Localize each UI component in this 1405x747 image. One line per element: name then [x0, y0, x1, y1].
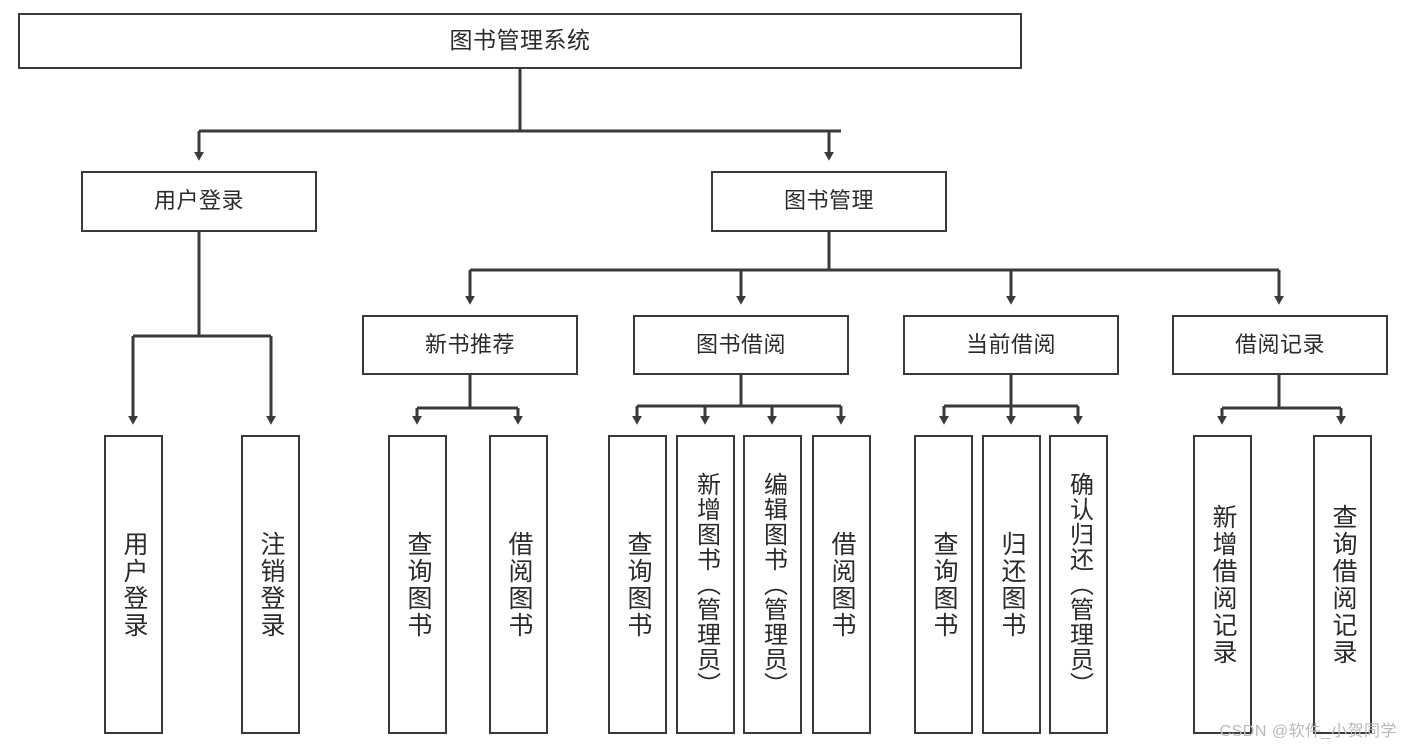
node-leaf-edit-book-label: 编辑图书（管理员）	[759, 472, 787, 697]
node-leaf-user-login[interactable]: 用户登录	[104, 435, 163, 734]
node-leaf-confirm-return[interactable]: 确认归还（管理员）	[1049, 435, 1108, 734]
node-leaf-query-record-label: 查询借阅记录	[1329, 503, 1357, 666]
watermark-text: CSDN @软件_小贺同学	[1219, 723, 1397, 740]
node-leaf-add-book-label: 新增图书（管理员）	[692, 472, 720, 697]
node-leaf-query-book-borrow-label: 查询图书	[624, 530, 652, 639]
node-new-book-recommend[interactable]: 新书推荐	[362, 315, 578, 375]
node-leaf-logout-label: 注销登录	[257, 530, 285, 639]
node-leaf-return-book[interactable]: 归还图书	[982, 435, 1041, 734]
node-leaf-borrow-book-recommend-label: 借阅图书	[505, 530, 533, 639]
node-leaf-query-book-recommend-label: 查询图书	[404, 530, 432, 639]
node-leaf-add-book[interactable]: 新增图书（管理员）	[676, 435, 735, 734]
node-leaf-add-record[interactable]: 新增借阅记录	[1193, 435, 1252, 734]
node-leaf-add-record-label: 新增借阅记录	[1209, 503, 1237, 666]
node-leaf-return-book-label: 归还图书	[998, 530, 1026, 639]
node-leaf-edit-book[interactable]: 编辑图书（管理员）	[743, 435, 802, 734]
node-current-borrow[interactable]: 当前借阅	[903, 315, 1119, 375]
node-leaf-borrow-book-recommend[interactable]: 借阅图书	[489, 435, 548, 734]
node-book-manage[interactable]: 图书管理	[711, 171, 947, 232]
node-leaf-query-record[interactable]: 查询借阅记录	[1313, 435, 1372, 734]
node-leaf-borrow-book-label: 借阅图书	[828, 530, 856, 639]
node-leaf-borrow-book[interactable]: 借阅图书	[812, 435, 871, 734]
node-user-login-label: 用户登录	[153, 188, 244, 214]
node-user-login[interactable]: 用户登录	[81, 171, 317, 232]
node-leaf-query-book-borrow[interactable]: 查询图书	[608, 435, 667, 734]
node-leaf-logout[interactable]: 注销登录	[241, 435, 300, 734]
node-borrow-record[interactable]: 借阅记录	[1172, 315, 1388, 375]
node-current-borrow-label: 当前借阅	[965, 331, 1056, 357]
node-leaf-user-login-label: 用户登录	[120, 530, 148, 639]
node-leaf-query-book-current-label: 查询图书	[930, 530, 958, 639]
node-root[interactable]: 图书管理系统	[18, 13, 1022, 69]
node-root-label: 图书管理系统	[449, 27, 591, 54]
node-leaf-query-book-recommend[interactable]: 查询图书	[388, 435, 447, 734]
node-new-book-recommend-label: 新书推荐	[424, 331, 515, 357]
node-borrow-record-label: 借阅记录	[1234, 331, 1325, 357]
node-book-borrow[interactable]: 图书借阅	[633, 315, 849, 375]
node-leaf-confirm-return-label: 确认归还（管理员）	[1065, 472, 1093, 697]
node-book-manage-label: 图书管理	[783, 188, 874, 214]
node-book-borrow-label: 图书借阅	[695, 331, 786, 357]
node-leaf-query-book-current[interactable]: 查询图书	[914, 435, 973, 734]
